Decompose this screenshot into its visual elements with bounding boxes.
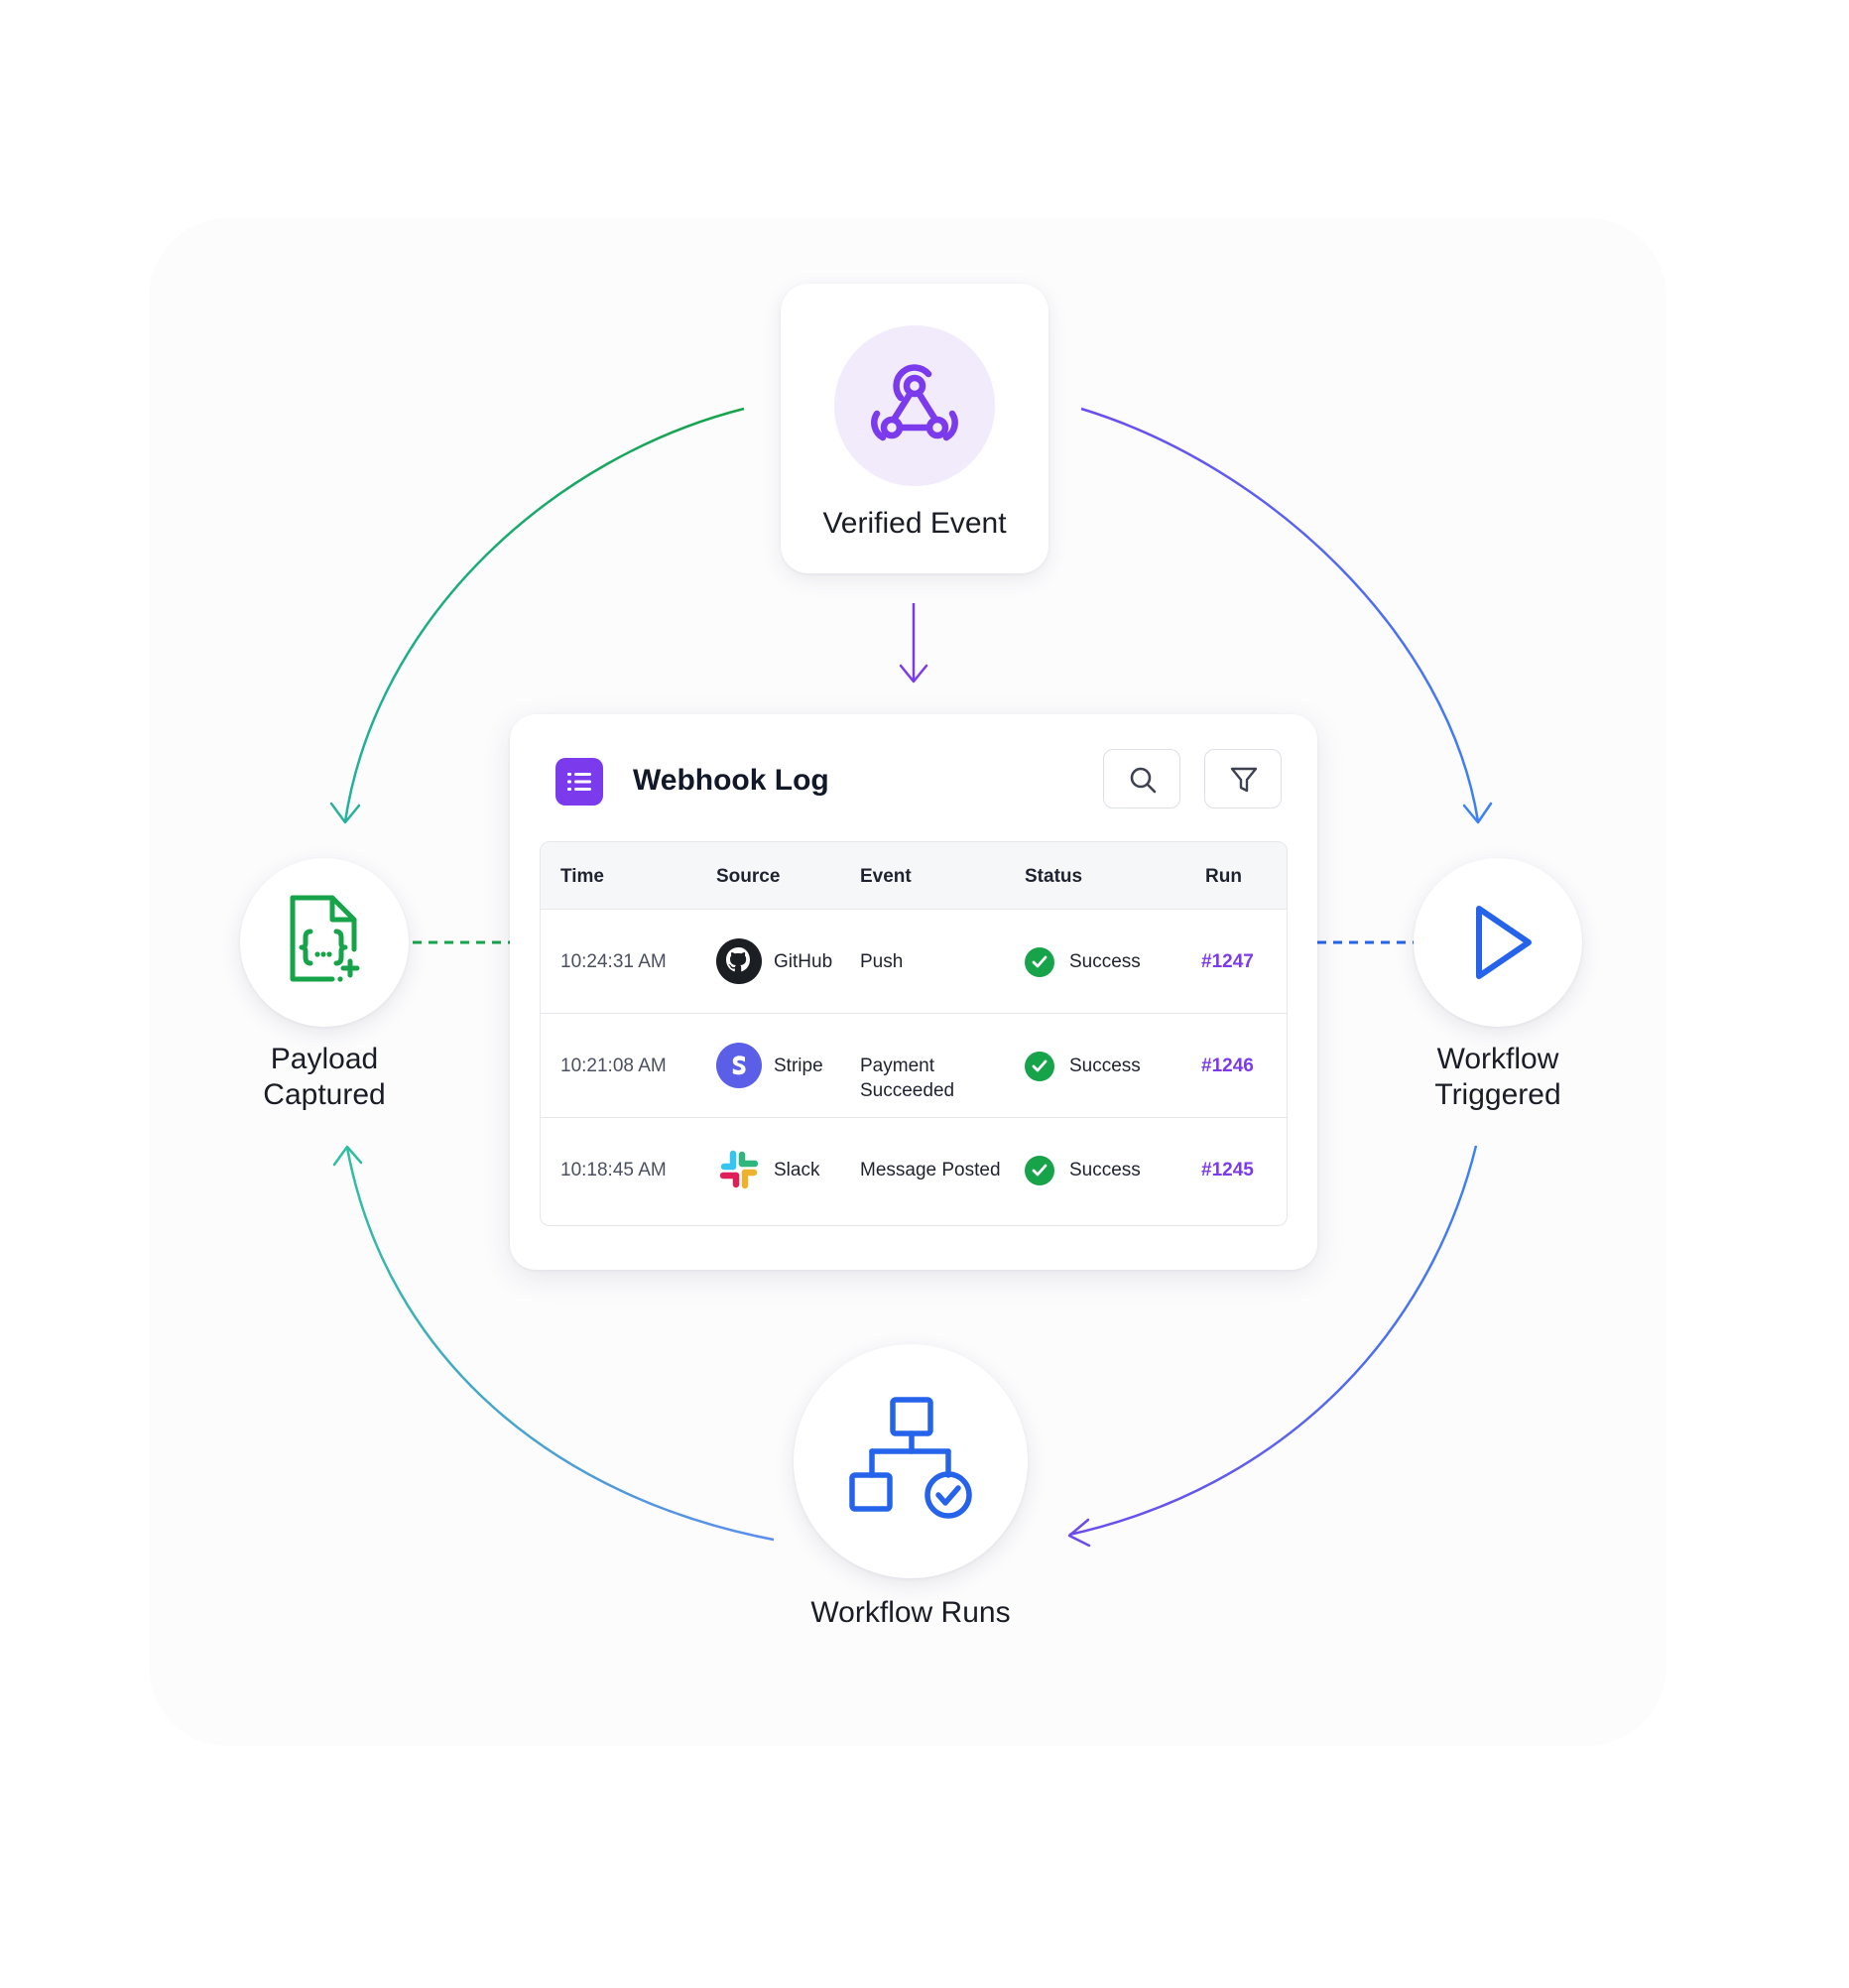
table-row[interactable]: 10:24:31 AM GitHub Push Success #1247 [541,910,1287,1014]
play-icon [1476,906,1532,979]
row-run-link[interactable]: #1246 [1201,1056,1254,1076]
search-icon [1130,767,1157,794]
github-icon [716,938,762,984]
slack-icon [719,1150,759,1189]
row-source: Slack [774,1160,820,1180]
webhook-log-table: Time Source Event Status Run 10:24:31 AM… [540,841,1288,1226]
webhook-icon [871,364,958,441]
arc-verified-to-payload [343,407,745,822]
webhook-log-panel: Webhook Log Time Source Event Status Run [510,714,1317,1270]
arc-triggered-to-runs [1068,1145,1478,1537]
arrowhead-payload-top [329,802,361,824]
workflow-runs-label: Workflow Runs [810,1596,1011,1629]
arrowhead-payload-bottom [332,1145,363,1167]
column-header-run: Run [1205,866,1242,887]
row-run-link[interactable]: #1245 [1201,1160,1254,1180]
verified-event-label: Verified Event [822,507,1007,540]
search-button[interactable] [1103,749,1180,808]
arc-verified-to-triggered [1080,407,1480,822]
row-source: GitHub [774,951,833,972]
workflow-tree-icon [849,1397,972,1519]
success-check-icon [1025,947,1054,977]
payload-captured-node [240,858,409,1027]
column-header-source: Source [716,866,781,887]
json-file-icon [290,895,360,982]
row-time: 10:24:31 AM [560,951,667,972]
row-source: Stripe [774,1056,823,1076]
table-row[interactable]: 10:18:45 AM Slack Message Posted [541,1118,1287,1222]
filter-icon [1230,767,1258,793]
arrowhead-triggered-top [1462,802,1493,824]
success-check-icon [1025,1052,1054,1081]
row-event: Payment Succeeded [860,1056,955,1101]
table-row[interactable]: 10:21:08 AM Stripe Payment Succeeded Suc… [541,1014,1287,1118]
row-time: 10:21:08 AM [560,1056,667,1076]
arrowhead-log-top [899,664,928,683]
column-header-status: Status [1025,866,1083,887]
webhook-log-title: Webhook Log [633,764,829,797]
row-status: Success [1069,1160,1141,1180]
payload-captured-label: Payload Captured [263,1043,386,1111]
workflow-runs-node [794,1344,1028,1578]
column-header-time: Time [560,866,605,887]
row-status: Success [1069,1056,1141,1076]
table-header: Time Source Event Status Run [541,842,1287,910]
row-event: Push [860,951,904,972]
arc-runs-to-payload [345,1147,775,1542]
webhook-icon-badge [834,325,995,486]
row-status: Success [1069,951,1141,972]
arrowhead-runs-right [1067,1518,1091,1548]
row-event: Message Posted [860,1160,1001,1180]
stripe-icon [716,1043,762,1088]
workflow-triggered-label: Workflow Triggered [1434,1043,1561,1111]
workflow-triggered-node [1414,858,1582,1027]
filter-button[interactable] [1204,749,1282,808]
row-time: 10:18:45 AM [560,1160,667,1180]
success-check-icon [1025,1156,1054,1185]
column-header-event: Event [860,866,912,887]
list-icon [555,758,603,806]
row-run-link[interactable]: #1247 [1201,951,1254,972]
verified-event-node: Verified Event [781,284,1048,573]
